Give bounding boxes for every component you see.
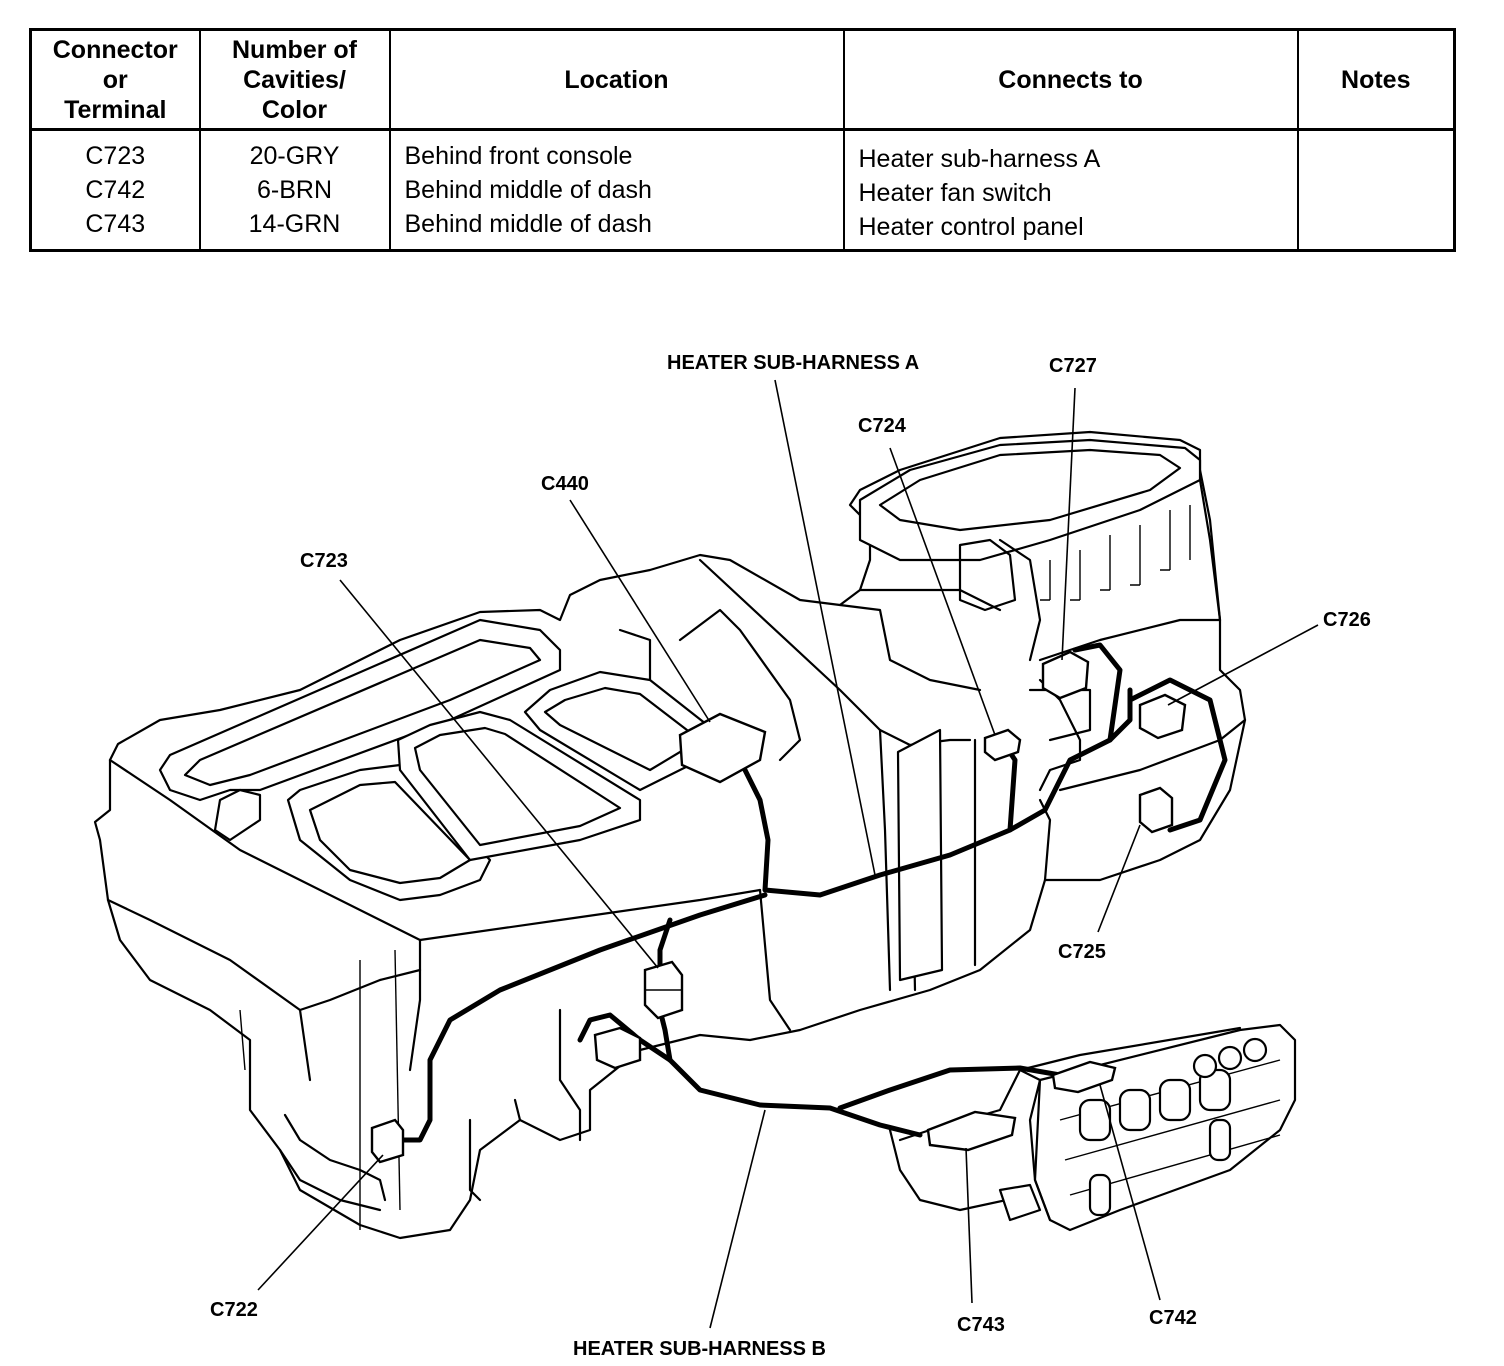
harness-main-wire <box>392 892 768 1143</box>
header-notes: Notes <box>1296 29 1456 131</box>
connects-to-cell: Heater sub-harness A Heater fan switch H… <box>842 129 1299 251</box>
leader-c742 <box>1099 1084 1161 1301</box>
cavities-value: 6-BRN <box>256 176 332 204</box>
heater-housing <box>93 430 1247 1240</box>
connector-table: Connector or Terminal Number of Cavities… <box>29 28 1456 252</box>
harness-b-wire <box>657 1007 923 1138</box>
connector-c440 <box>678 712 767 784</box>
leader-c722 <box>257 1154 384 1291</box>
terminal-value: C723 <box>85 142 146 170</box>
harness-a-wire <box>742 742 1018 898</box>
table-body-row: C723 C742 C743 20-GRY 6-BRN 14-GRN Behin… <box>29 129 1456 251</box>
terminal-cell: C723 C742 C743 <box>29 129 201 251</box>
connector-c723 <box>643 960 684 1020</box>
leader-c724 <box>889 447 996 736</box>
connector-c727 <box>1041 650 1090 700</box>
label-harness-b: HEATER SUB-HARNESS B <box>573 1338 826 1360</box>
connector-c726 <box>1138 693 1187 740</box>
cavities-value: 20-GRY <box>249 142 340 170</box>
label-c742: C742 <box>1149 1307 1197 1329</box>
notes-value <box>1299 139 1454 173</box>
header-location: Location <box>388 29 845 131</box>
label-c440: C440 <box>541 473 589 495</box>
label-c722: C722 <box>210 1299 258 1321</box>
harness-c723-drop <box>657 917 673 973</box>
label-c724: C724 <box>858 415 907 437</box>
header-terminal-line3: Terminal <box>64 95 167 124</box>
location-value: Behind front console <box>404 142 633 170</box>
label-c725: C725 <box>1058 941 1106 963</box>
label-c723: C723 <box>300 550 348 572</box>
header-cavities-line3: Color <box>261 95 328 124</box>
leader-harness-b <box>709 1109 766 1329</box>
label-c726: C726 <box>1323 609 1371 631</box>
diagram-labels: HEATER SUB-HARNESS A C727 C724 C440 C723… <box>210 352 1371 1360</box>
header-connects-to: Connects to <box>842 29 1299 131</box>
label-c743: C743 <box>957 1314 1005 1336</box>
heater-control-panel <box>888 1023 1297 1232</box>
leader-lines <box>257 379 1319 1329</box>
wiring-harness <box>392 642 1228 1143</box>
leader-c725 <box>1097 824 1141 933</box>
leader-c743 <box>965 1147 973 1304</box>
harness-b-branch <box>837 1065 1063 1111</box>
header-cavities-line2: Cavities/ <box>243 65 346 94</box>
cavities-value: 14-GRN <box>248 210 341 238</box>
location-value: Behind middle of dash <box>404 210 652 238</box>
header-terminal-line1: Connector <box>52 35 178 64</box>
connector-c743 <box>926 1110 1017 1152</box>
connector-c740-left <box>593 1026 642 1070</box>
connects-to-value: Heater fan switch <box>858 179 1052 207</box>
connects-to-value: Heater sub-harness A <box>858 145 1101 173</box>
header-terminal: Connector or Terminal <box>29 29 201 131</box>
connector-c722 <box>370 1118 405 1164</box>
terminal-value: C743 <box>85 210 146 238</box>
cavities-cell: 20-GRY 6-BRN 14-GRN <box>198 129 391 251</box>
notes-cell <box>1296 129 1456 251</box>
leader-harness-a <box>774 379 876 876</box>
harness-a-branch-3 <box>1072 642 1123 743</box>
leader-c726 <box>1167 624 1319 706</box>
connectors <box>370 650 1187 1164</box>
header-cavities-line1: Number of <box>232 35 357 64</box>
harness-c440-loop <box>577 1012 673 1063</box>
notes-value <box>1299 207 1454 241</box>
header-terminal-line2: or <box>102 65 128 94</box>
connector-c724 <box>983 728 1022 762</box>
harness-a-branch <box>1007 687 1133 833</box>
connects-to-value: Heater control panel <box>858 213 1084 241</box>
label-harness-a: HEATER SUB-HARNESS A <box>667 352 919 374</box>
leader-c727 <box>1061 387 1076 661</box>
leader-c723 <box>339 579 659 969</box>
location-cell: Behind front console Behind middle of da… <box>388 129 845 251</box>
header-cavities: Number of Cavities/ Color <box>198 29 391 131</box>
connector-c725 <box>1138 786 1174 834</box>
table-header-row: Connector or Terminal Number of Cavities… <box>29 29 1456 131</box>
location-value: Behind middle of dash <box>404 176 652 204</box>
notes-value <box>1299 173 1454 207</box>
leader-c440 <box>569 499 711 723</box>
connector-c742 <box>1051 1060 1117 1094</box>
terminal-value: C742 <box>85 176 146 204</box>
harness-a-branch-2 <box>1127 677 1228 833</box>
label-c727: C727 <box>1049 355 1097 377</box>
